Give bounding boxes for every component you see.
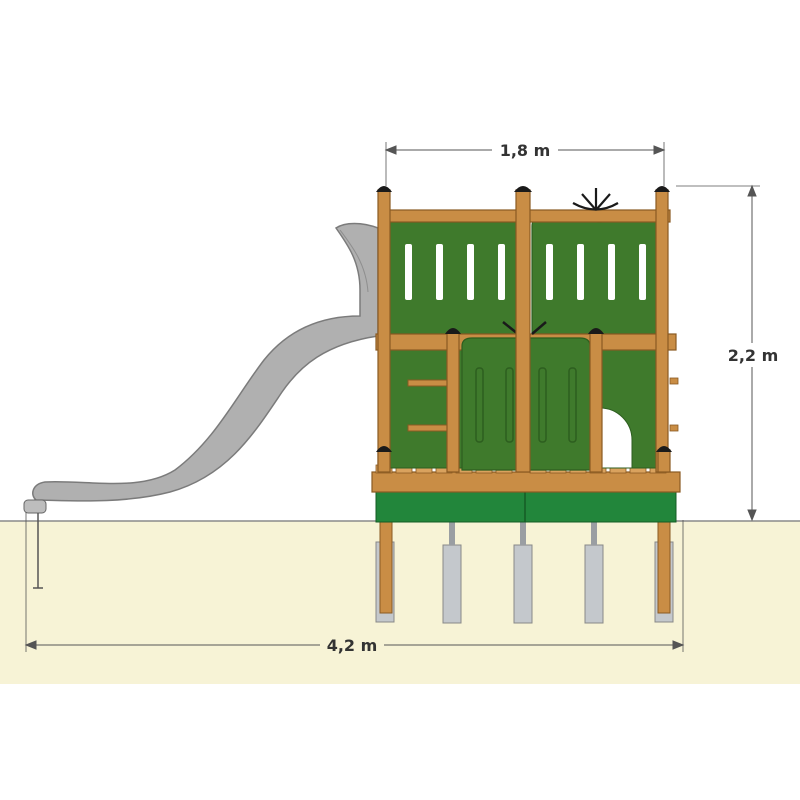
post-cap [656,446,672,452]
base-plinth [375,489,677,523]
upper-panel-left [387,221,519,335]
upper-panel-right [531,217,663,335]
slide [23,222,379,589]
height-label: 2,2 m [728,346,779,365]
post-cap [514,186,532,192]
post-cap [654,186,670,192]
width-total-label: 4,2 m [327,636,378,655]
post-cap [376,446,392,452]
post-cap [588,328,604,334]
post-cap [376,186,392,192]
width-top-label: 1,8 m [500,141,551,160]
post-caps [376,186,672,452]
foundation-post [513,544,533,624]
foundation-post [442,544,462,624]
ground [0,521,800,684]
foundation-post [584,544,604,624]
foundation-posts [375,520,674,624]
steering-wheel [572,188,619,211]
post-cap [445,328,461,334]
posts [377,189,671,473]
